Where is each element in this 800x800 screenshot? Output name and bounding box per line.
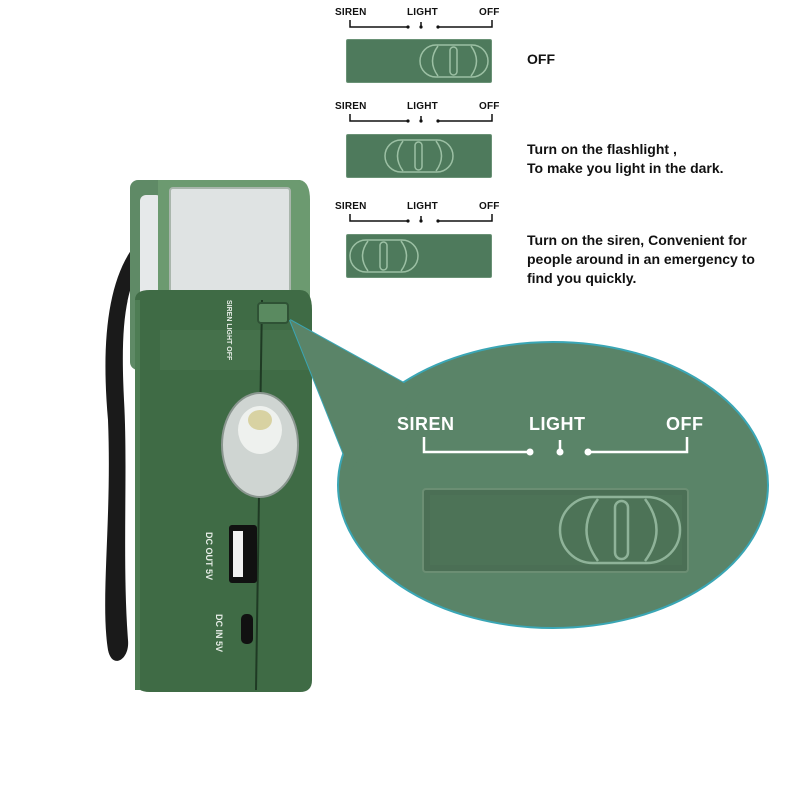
- desc-siren: Turn on the siren, Convenient for people…: [527, 232, 755, 286]
- switch-knob-icon: [419, 44, 489, 78]
- device-switch-label: SIREN LIGHT OFF: [225, 300, 232, 361]
- desc-off: OFF: [527, 51, 555, 67]
- switch-knob-icon: [349, 239, 419, 273]
- switch-panel-light: [346, 134, 492, 178]
- bracket-icon: [349, 114, 493, 123]
- solar-panel: [169, 187, 291, 295]
- desc-light: Turn on the flashlight , To make you lig…: [527, 141, 724, 176]
- dc-out-label: DC OUT 5V: [204, 532, 214, 581]
- label-off: OFF: [479, 101, 500, 112]
- callout-label-siren: SIREN: [397, 414, 455, 434]
- micro-usb-port: [241, 614, 253, 644]
- label-off: OFF: [479, 7, 500, 18]
- switch-knob-icon: [384, 139, 454, 173]
- slide-switch: [257, 302, 289, 324]
- label-off: OFF: [479, 201, 500, 212]
- switch-panel-off: [346, 39, 492, 83]
- bracket-icon: [349, 20, 493, 29]
- dc-in-label: DC IN 5V: [214, 614, 224, 653]
- label-light: LIGHT: [407, 7, 438, 18]
- label-light: LIGHT: [407, 201, 438, 212]
- label-siren: SIREN: [335, 7, 367, 18]
- switch-panel-siren: [346, 234, 492, 278]
- bracket-icon: [349, 214, 493, 223]
- label-light: LIGHT: [407, 101, 438, 112]
- callout-label-off: OFF: [666, 414, 704, 434]
- callout-switch-knob: [558, 495, 682, 565]
- label-siren: SIREN: [335, 201, 367, 212]
- label-siren: SIREN: [335, 101, 367, 112]
- wrist-strap: [105, 230, 160, 661]
- callout-label-light: LIGHT: [529, 414, 586, 434]
